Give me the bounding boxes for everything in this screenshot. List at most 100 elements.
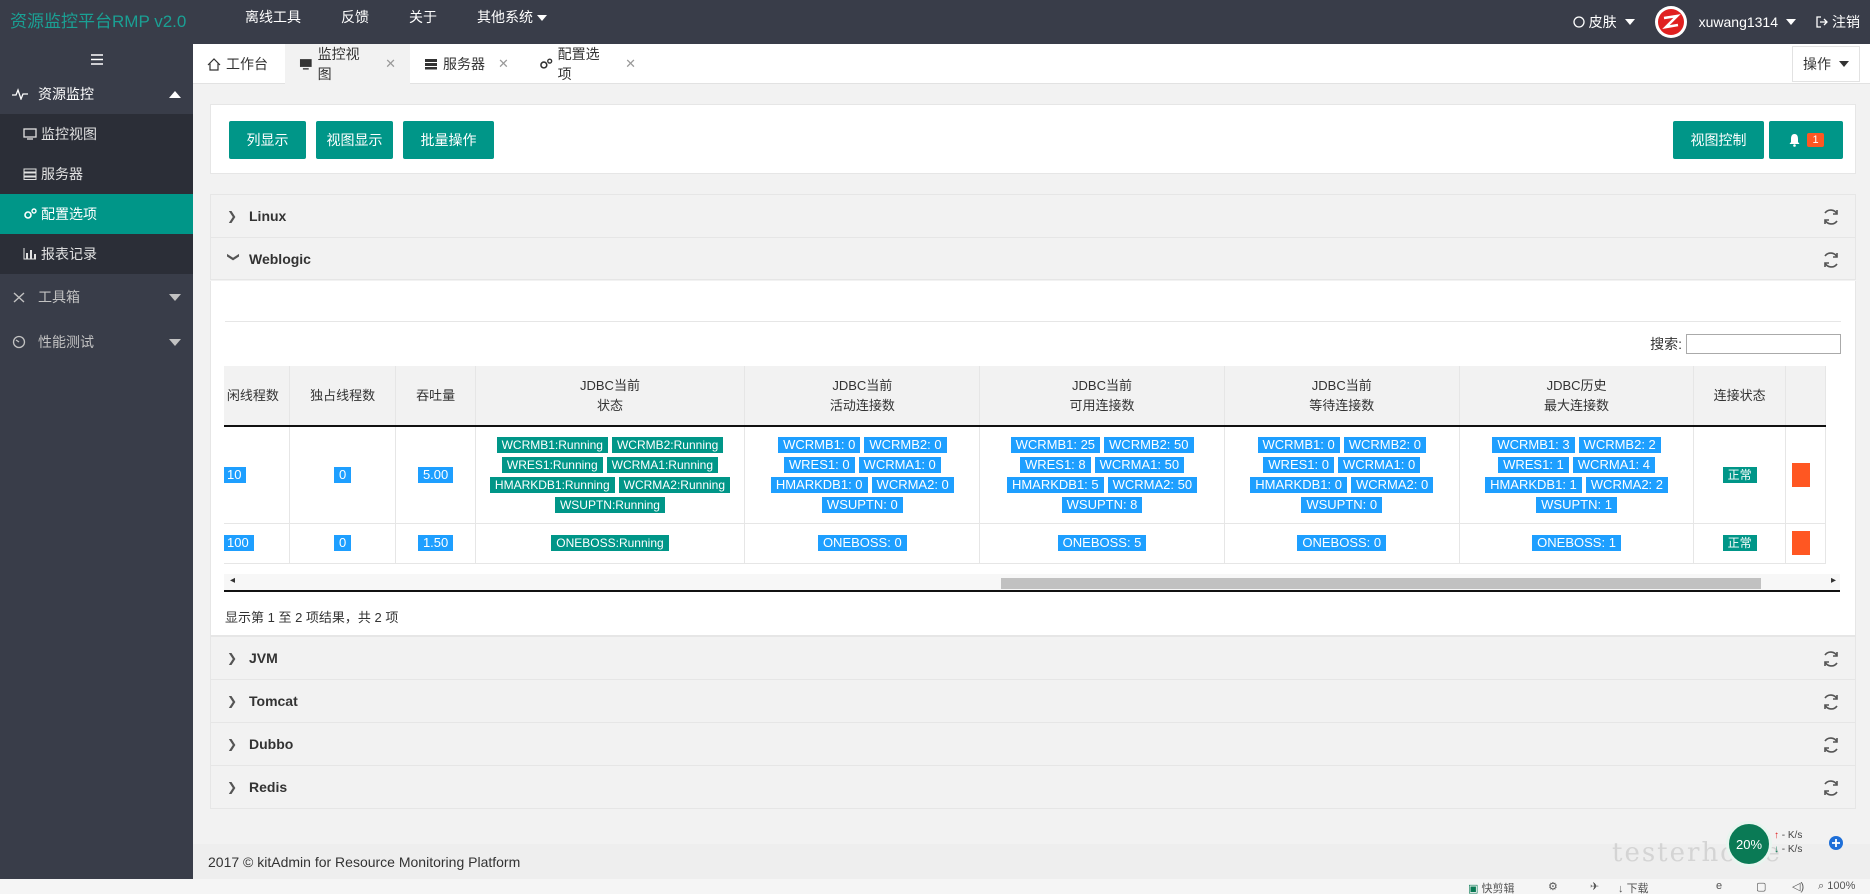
- close-icon[interactable]: ✕: [625, 56, 636, 71]
- scroll-left-icon[interactable]: ◂: [230, 575, 236, 586]
- bell-icon: [1789, 134, 1800, 147]
- jdbc-waiting-cell: ONEBOSS: 0: [1224, 523, 1460, 564]
- server-icon: [425, 59, 437, 70]
- tools-icon: [12, 291, 28, 303]
- download-button[interactable]: ↓ 下载: [1618, 883, 1649, 894]
- panel-header-tomcat[interactable]: ❯ Tomcat: [210, 679, 1856, 722]
- clip-tool[interactable]: ▣ 快剪辑: [1468, 883, 1515, 894]
- row-action-button[interactable]: [1792, 531, 1811, 555]
- user-menu[interactable]: xuwang1314: [1645, 6, 1806, 38]
- column-header-connection-status[interactable]: 连接状态: [1693, 366, 1787, 427]
- scrollbar-thumb[interactable]: [1001, 578, 1761, 589]
- column-header-jdbc-state[interactable]: JDBC当前状态: [475, 366, 746, 427]
- search-label: 搜索:: [1650, 336, 1682, 352]
- circle-icon: [1572, 16, 1585, 28]
- sidebar-item-reports[interactable]: 报表记录: [0, 234, 193, 274]
- column-header-label: 连接状态: [1713, 387, 1766, 403]
- nav-other-systems[interactable]: 其他系统: [457, 0, 567, 44]
- close-icon[interactable]: ✕: [498, 56, 509, 71]
- nav-about[interactable]: 关于: [409, 9, 437, 25]
- search-input[interactable]: [1686, 334, 1841, 354]
- sidebar-item-config-options[interactable]: 配置选项: [0, 194, 193, 234]
- action-toolbar: 列显示 视图显示 批量操作 视图控制 1: [210, 104, 1856, 174]
- refresh-icon[interactable]: [1821, 207, 1841, 230]
- jdbc-waiting-label: HMARKDB1: 0: [1250, 476, 1347, 493]
- sidebar-item-label: 监控视图: [41, 126, 97, 142]
- panel-header-jvm[interactable]: ❯ JVM: [210, 636, 1856, 679]
- network-speed-widget[interactable]: 20% ↑ - K/s ↓ - K/s: [1726, 821, 1846, 867]
- operations-dropdown[interactable]: 操作: [1792, 46, 1860, 82]
- refresh-icon[interactable]: [1821, 692, 1841, 715]
- app-brand[interactable]: 资源监控平台RMP v2.0: [10, 12, 187, 31]
- column-header-hogging-threads[interactable]: 独占线程数: [289, 366, 397, 427]
- tab-monitor-view[interactable]: 监控视图 ✕: [285, 44, 410, 84]
- jdbc-max-label: HMARKDB1: 1: [1485, 476, 1582, 493]
- panel-header-dubbo[interactable]: ❯ Dubbo: [210, 722, 1856, 765]
- column-header-jdbc-waiting[interactable]: JDBC当前等待连接数: [1224, 366, 1460, 427]
- logout-button[interactable]: 注销: [1806, 12, 1870, 32]
- sidebar-group-perf-test[interactable]: 性能测试: [0, 320, 193, 364]
- skin-menu[interactable]: 皮肤: [1563, 12, 1645, 32]
- jdbc-active-label: WSUPTN: 0: [821, 496, 903, 513]
- close-icon[interactable]: ✕: [385, 56, 396, 71]
- jdbc-available-label: WRES1: 8: [1019, 456, 1091, 473]
- jdbc-state-label: WSUPTN:Running: [554, 496, 665, 513]
- pin-icon[interactable]: ✈: [1590, 881, 1600, 893]
- window-icon[interactable]: ▢: [1756, 881, 1767, 893]
- sidebar-group-resource-monitor[interactable]: 资源监控: [0, 74, 193, 114]
- refresh-icon[interactable]: [1821, 735, 1841, 758]
- column-header-label: JDBC历史最大连接数: [1544, 377, 1610, 413]
- refresh-icon[interactable]: [1821, 250, 1841, 273]
- tab-config-options[interactable]: 配置选项 ✕: [525, 44, 650, 84]
- panel-header-linux[interactable]: ❯ Linux: [210, 194, 1856, 237]
- footer-text: for Resource Monitoring Platform: [314, 853, 521, 870]
- list-view-button[interactable]: 列显示: [229, 121, 306, 159]
- hogging-threads-label: 0: [334, 466, 352, 483]
- column-header-jdbc-max[interactable]: JDBC历史最大连接数: [1459, 366, 1695, 427]
- refresh-icon[interactable]: [1821, 649, 1841, 672]
- scroll-right-icon[interactable]: ▸: [1830, 575, 1836, 586]
- chevron-up-icon: [169, 91, 181, 98]
- horizontal-scrollbar[interactable]: ◂ ▸: [224, 574, 1840, 592]
- tab-servers[interactable]: 服务器 ✕: [410, 44, 525, 84]
- refresh-icon[interactable]: [1821, 778, 1841, 801]
- sidebar-item-servers[interactable]: 服务器: [0, 154, 193, 194]
- column-header-jdbc-active[interactable]: JDBC当前活动连接数: [744, 366, 981, 427]
- nav-offline-tools[interactable]: 离线工具: [245, 9, 301, 25]
- zoom-control[interactable]: ⌕ 100%: [1818, 880, 1856, 892]
- notification-button[interactable]: 1: [1769, 121, 1843, 159]
- plus-icon[interactable]: [1828, 835, 1844, 851]
- sidebar-toggle[interactable]: [0, 44, 193, 74]
- column-header-idle-threads[interactable]: 闲线程数: [224, 366, 290, 427]
- row-action-button[interactable]: [1792, 462, 1811, 487]
- connection-status-cell: 正常: [1693, 523, 1787, 564]
- hogging-threads-label: 0: [334, 535, 352, 551]
- gear-icon[interactable]: ⚙: [1548, 881, 1558, 893]
- sidebar-group-toolbox[interactable]: 工具箱: [0, 274, 193, 320]
- panel-header-redis[interactable]: ❯ Redis: [210, 765, 1856, 809]
- column-header-jdbc-available[interactable]: JDBC当前可用连接数: [979, 366, 1225, 427]
- batch-operation-button[interactable]: 批量操作: [403, 121, 494, 159]
- footer-brand-link[interactable]: kitAdmin: [257, 853, 311, 870]
- sidebar-item-monitor-view[interactable]: 监控视图: [0, 114, 193, 154]
- panel-header-weblogic[interactable]: ❯ Weblogic: [210, 237, 1856, 280]
- card-view-button[interactable]: 视图显示: [316, 121, 393, 159]
- nav-feedback[interactable]: 反馈: [341, 9, 369, 25]
- volume-icon[interactable]: ◁): [1792, 881, 1805, 893]
- jdbc-active-label: ONEBOSS: 0: [817, 535, 907, 551]
- tab-workbench[interactable]: 工作台: [193, 44, 285, 84]
- idle-threads-cell: 10: [224, 426, 290, 524]
- column-header-label: JDBC当前可用连接数: [1069, 377, 1135, 413]
- top-header: 资源监控平台RMP v2.0 离线工具 反馈 关于 其他系统 皮肤 xuwang…: [0, 0, 1870, 44]
- sidebar: 资源监控 监控视图 服务器 配置选项 报表记录 工具箱 性能测试: [0, 44, 193, 879]
- ie-icon[interactable]: e: [1716, 880, 1723, 892]
- column-header-throughput[interactable]: 吞吐量: [395, 366, 476, 427]
- panel-title: Linux: [249, 208, 287, 224]
- chevron-right-icon: ❯: [227, 780, 238, 794]
- view-control-button[interactable]: 视图控制: [1673, 121, 1764, 159]
